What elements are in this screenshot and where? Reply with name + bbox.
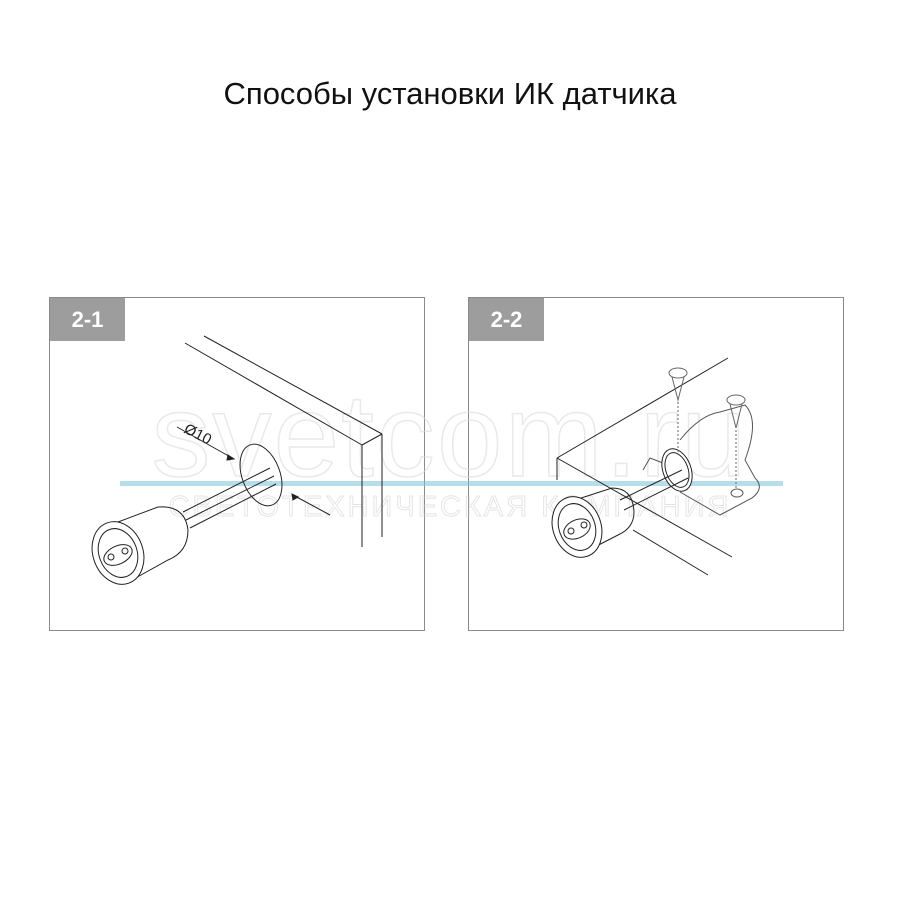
panel-2-2: 2-2 — [468, 297, 844, 631]
panel-2-1: 2-1 — [49, 297, 425, 631]
svg-text:СВЕТОТЕХНИЧЕСКАЯ КОМПАНИЯ: СВЕТОТЕХНИЧЕСКАЯ КОМПАНИЯ — [169, 491, 732, 523]
panel-label: 2-1 — [50, 298, 125, 341]
bracket-mount-drawing — [551, 357, 760, 576]
page-title: Способы установки ИК датчика — [223, 76, 677, 111]
flush-mount-drawing — [91, 335, 383, 585]
watermark: svetcom.ru СВЕТОТЕХНИЧЕСКАЯ КОМПАНИЯ — [120, 369, 783, 524]
panel-label: 2-2 — [469, 298, 544, 341]
svg-text:svetcom.ru: svetcom.ru — [151, 370, 748, 502]
